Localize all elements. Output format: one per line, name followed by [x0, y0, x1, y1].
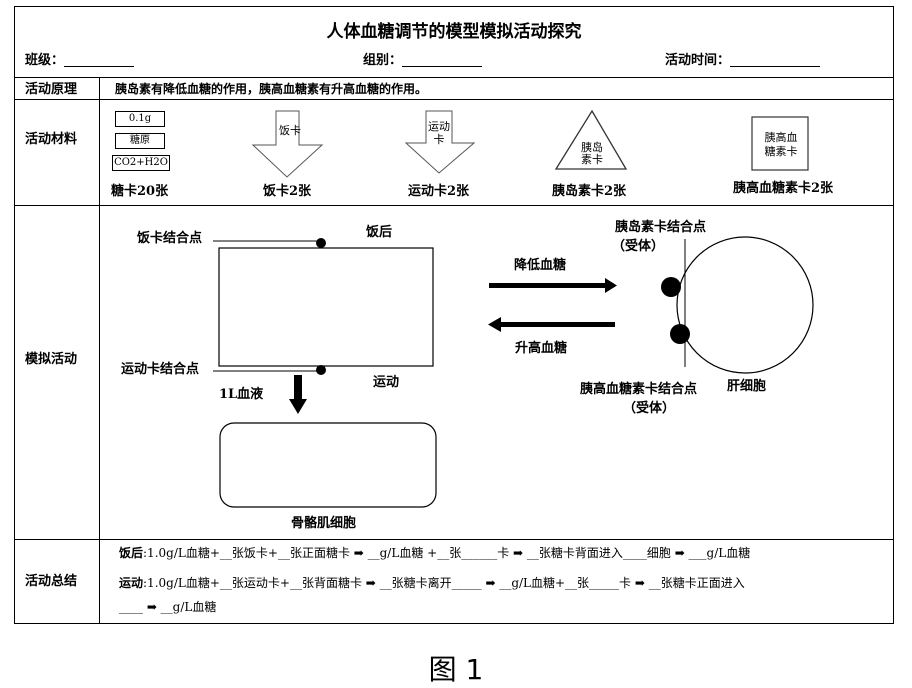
right-arrow-head-icon	[605, 278, 617, 293]
after-meal-label: 饭后	[366, 225, 393, 240]
sugar-card-back: CO2+H2O	[112, 155, 170, 171]
summary-exercise-line: 运动:1.0g/L血糖+__张运动卡+__张背面糖卡 ➡ __张糖卡离开____…	[119, 577, 745, 589]
worksheet: 人体血糖调节的模型模拟活动探究 班级： 组别： 活动时间： 活动原理 活动材料 …	[14, 6, 894, 624]
glucagon-caption: 胰高血糖素卡2张	[733, 181, 834, 196]
liver-cell-circle	[676, 236, 814, 374]
down-arrow-shaft	[294, 375, 302, 401]
meal-card-text: 饭卡	[279, 124, 301, 137]
insulin-card-triangle-icon	[554, 109, 628, 170]
class-label: 班级：	[25, 53, 65, 68]
raise-blood-sugar-label: 升高血糖	[515, 341, 568, 356]
down-arrow-head-icon	[289, 399, 307, 414]
group-blank[interactable]	[402, 66, 483, 67]
principle-label: 活动原理	[25, 82, 78, 97]
exercise-binding-point	[316, 365, 326, 375]
divider	[15, 77, 893, 78]
insulin-receptor-point	[661, 277, 681, 297]
insulin-card-text: 胰岛素卡	[581, 141, 603, 166]
summary-exercise-line2: ____ ➡ __g/L血糖	[119, 600, 217, 614]
meal-card-arrow-icon	[251, 110, 324, 178]
lower-blood-sugar-label: 降低血糖	[514, 258, 567, 273]
exercise-card-text: 运动卡	[428, 120, 450, 146]
glucagon-receptor-point	[670, 324, 690, 344]
figure-caption: 图 1	[428, 653, 484, 686]
exercise-label: 运动	[373, 375, 400, 390]
summary-meal-text: :1.0g/L血糖+__张饭卡+__张正面糖卡 ➡ __g/L血糖 +__张__…	[143, 546, 751, 560]
exercise-card-arrow-icon	[404, 110, 476, 174]
column-divider	[99, 77, 100, 623]
meal-binding-point	[316, 238, 326, 248]
exercise-caption: 运动卡2张	[408, 184, 470, 199]
glucagon-receptor-label: （受体）	[623, 401, 676, 416]
time-label: 活动时间：	[665, 53, 731, 68]
divider	[15, 205, 893, 206]
simulation-label: 模拟活动	[25, 352, 78, 367]
sugar-caption: 糖卡20张	[111, 184, 169, 199]
time-field: 活动时间：	[665, 53, 821, 68]
insulin-receptor-label: （受体）	[612, 239, 665, 254]
liver-cell-label: 肝细胞	[727, 379, 767, 394]
muscle-cell-box	[219, 422, 437, 508]
glucagon-binding-label: 胰高血糖素卡结合点	[580, 382, 698, 397]
summary-meal-label: 饭后	[119, 546, 144, 560]
insulin-caption: 胰岛素卡2张	[552, 184, 627, 199]
left-arrow-head-icon	[488, 317, 501, 332]
principle-text: 胰岛素有降低血糖的作用，胰高血糖素有升高血糖的作用。	[115, 82, 428, 96]
exercise-binding-label: 运动卡结合点	[121, 362, 200, 377]
blood-label: 1L血液	[219, 387, 264, 402]
time-blank[interactable]	[730, 66, 821, 67]
left-arrow-shaft	[497, 322, 615, 327]
materials-shapes	[251, 109, 809, 178]
simulation-diagram	[213, 236, 814, 508]
class-blank[interactable]	[64, 66, 135, 67]
materials-label: 活动材料	[25, 132, 78, 147]
glucagon-card-text: 胰高血糖素卡	[764, 131, 798, 158]
summary-meal-line: 饭后:1.0g/L血糖+__张饭卡+__张正面糖卡 ➡ __g/L血糖 +__张…	[119, 547, 750, 559]
muscle-cell-label: 骨骼肌细胞	[291, 516, 357, 531]
right-arrow-shaft	[489, 283, 609, 288]
summary-exercise-text: :1.0g/L血糖+__张运动卡+__张背面糖卡 ➡ __张糖卡离开_____ …	[143, 576, 745, 590]
sugar-card-glycogen: 糖原	[115, 133, 165, 149]
worksheet-title: 人体血糖调节的模型模拟活动探究	[326, 22, 582, 42]
insulin-binding-label: 胰岛素卡结合点	[615, 220, 707, 235]
summary-exercise-label: 运动	[119, 576, 144, 590]
meal-binding-label: 饭卡结合点	[137, 231, 203, 246]
summary-label: 活动总结	[25, 574, 78, 589]
blood-box	[218, 247, 434, 367]
class-field: 班级：	[25, 53, 135, 68]
meal-caption: 饭卡2张	[263, 184, 312, 199]
group-field: 组别：	[363, 53, 483, 68]
sugar-card-front: 0.1g	[115, 111, 165, 127]
glucagon-card-square-icon	[751, 116, 809, 171]
divider	[15, 539, 893, 540]
divider	[15, 99, 893, 100]
group-label: 组别：	[363, 53, 403, 68]
